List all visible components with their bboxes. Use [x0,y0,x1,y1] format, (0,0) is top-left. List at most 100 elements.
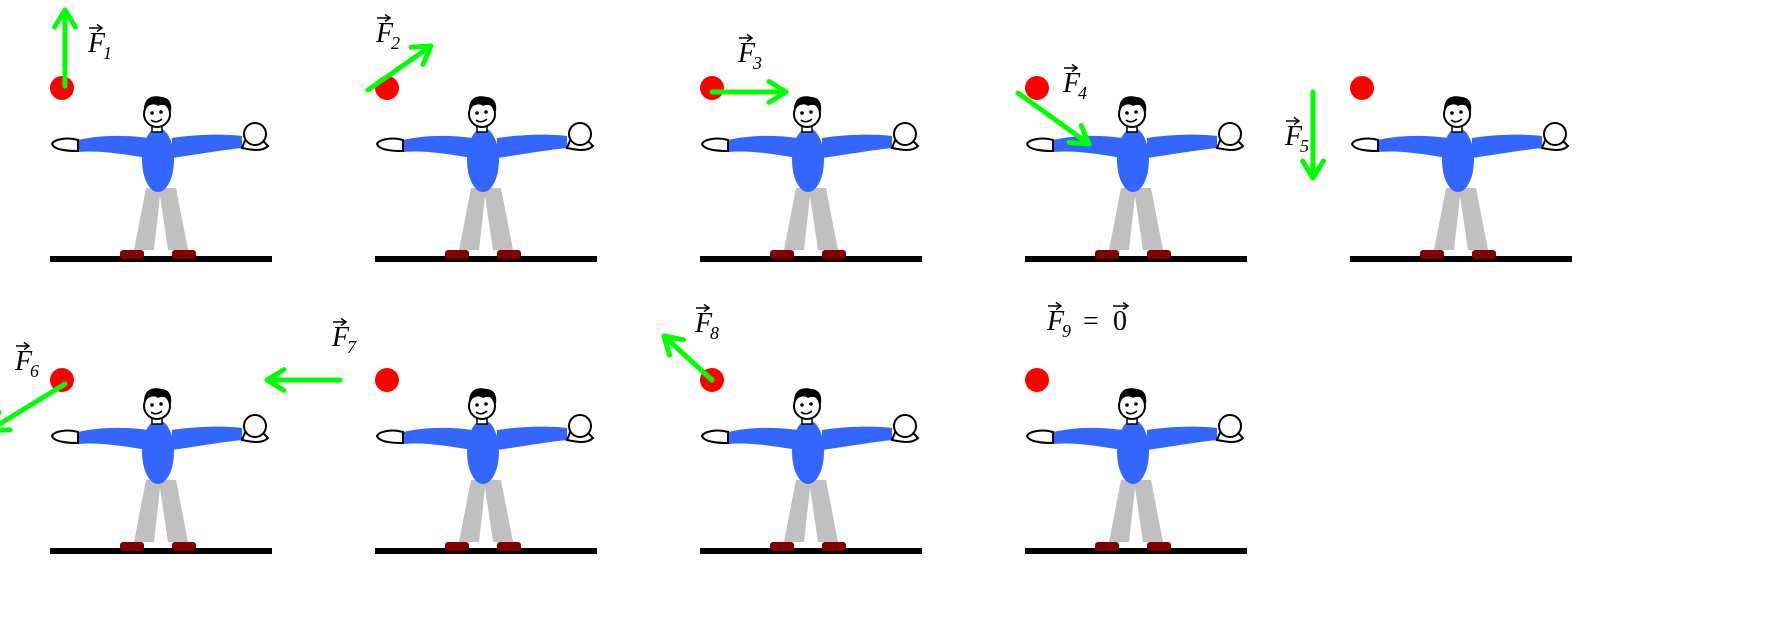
legs [134,188,188,250]
white-ball [1543,122,1567,146]
right-arm [1472,134,1542,158]
torso [792,420,824,484]
red-ball [50,76,74,100]
left-hand [700,137,729,153]
zero-vector: 0 [1113,306,1127,337]
panel-graphic: F4 [1015,63,1247,262]
legs [1109,188,1163,250]
torso [142,128,174,192]
force-label-4: F4 [1062,63,1087,103]
force-label-9: F9=0 [1046,301,1130,341]
right-eye [484,402,488,406]
right-arm [497,426,567,450]
left-arm [728,135,798,158]
white-ball [568,414,592,438]
right-eye [809,110,813,114]
hair [1119,388,1147,404]
white-ball [1218,122,1242,146]
hair [469,96,497,112]
force-subscript: 5 [1300,136,1309,156]
left-eye [475,111,479,115]
force-symbol: F [331,322,350,353]
force-label-6: F6 [14,341,39,381]
left-hand [1025,137,1054,153]
hair [794,96,822,112]
red-ball [1350,76,1374,100]
torso [1442,128,1474,192]
ground-line [50,548,272,554]
person [700,388,922,554]
right-shoe [497,250,521,259]
panel-graphic: F1 [50,7,272,262]
right-eye [159,110,163,114]
torso [1117,420,1149,484]
left-hand [375,137,404,153]
mouth [1125,118,1138,123]
left-arm [728,427,798,450]
left-shoe [120,250,144,259]
mouth [150,410,163,415]
white-ball [893,122,917,146]
force-subscript: 1 [103,43,112,63]
person [375,388,597,554]
left-hand [1350,137,1379,153]
mouth [475,118,488,123]
right-arm [822,426,892,450]
ground-line [700,256,922,262]
person [1350,96,1572,262]
arrow-up-left-icon [661,333,715,383]
force-label-7: F7 [331,317,357,357]
torso [142,420,174,484]
panel-graphic: F2 [365,13,597,262]
force-label-8: F8 [694,303,719,343]
left-eye [800,403,804,407]
torso [467,420,499,484]
torso [1117,128,1149,192]
legs [1109,480,1163,542]
force-label-5: F5 [1284,116,1309,156]
force-symbol: F [1046,306,1065,337]
right-shoe [822,250,846,259]
hair [144,388,172,404]
mouth [1125,410,1138,415]
right-arm [1147,134,1217,158]
left-arm [1053,427,1123,450]
force-symbol: F [1284,121,1303,152]
white-ball [1218,414,1242,438]
force-symbol: F [694,308,713,339]
arrow-up-right-icon [365,43,434,93]
left-eye [150,111,154,115]
right-shoe [497,542,521,551]
right-eye [484,110,488,114]
ground-line [700,548,922,554]
right-eye [809,402,813,406]
white-ball [243,122,267,146]
force-symbol: F [87,28,106,59]
white-ball [568,122,592,146]
red-ball [50,368,74,392]
red-ball [1025,368,1049,392]
left-shoe [445,250,469,259]
person [50,388,272,554]
force-subscript: 8 [710,323,719,343]
left-shoe [770,542,794,551]
force-symbol: F [14,346,33,377]
left-shoe [445,542,469,551]
left-eye [1125,111,1129,115]
red-ball [375,368,399,392]
left-arm [78,135,148,158]
right-arm [822,134,892,158]
person [375,96,597,262]
right-eye [1134,110,1138,114]
force-subscript: 3 [752,53,762,73]
mouth [1450,118,1463,123]
hair [469,388,497,404]
ground-line [375,256,597,262]
white-ball [893,414,917,438]
left-shoe [770,250,794,259]
